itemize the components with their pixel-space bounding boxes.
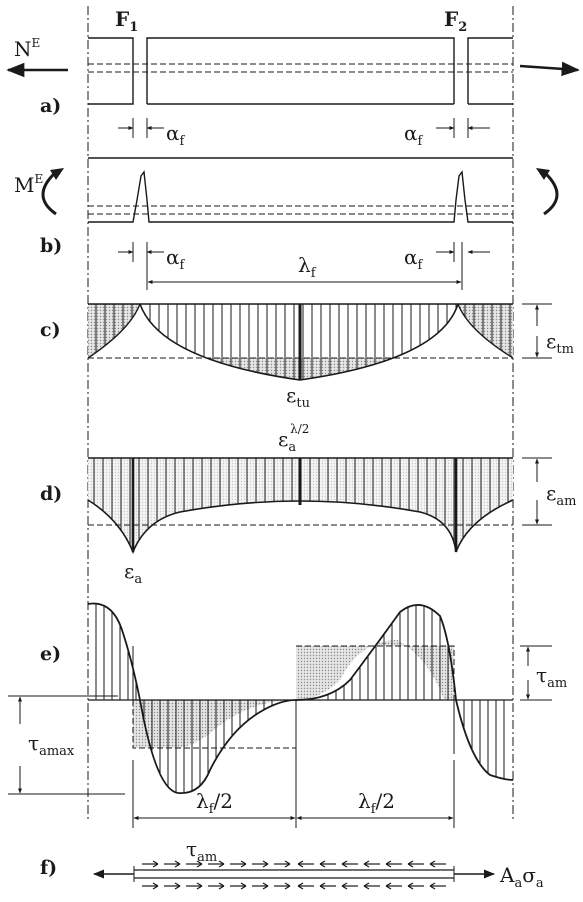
shear-arrow-bottom xyxy=(341,885,348,890)
shear-arrow-top xyxy=(218,863,225,868)
shear-arrow-top xyxy=(196,863,203,868)
alpha-f-right-a: αf xyxy=(404,121,424,149)
panel-c xyxy=(87,303,552,381)
shear-arrow-top xyxy=(385,863,392,868)
shear-arrow-top xyxy=(363,860,370,865)
shear-arrow-top xyxy=(284,863,291,868)
shear-arrow-bottom xyxy=(385,885,392,890)
shear-arrow-bottom xyxy=(407,882,414,887)
shear-arrow-bottom xyxy=(174,885,181,890)
shear-arrow-top xyxy=(407,860,414,865)
shear-arrow-top xyxy=(218,860,225,865)
shear-arrow-top xyxy=(319,860,326,865)
shear-arrow-top xyxy=(152,860,159,865)
shear-arrow-top xyxy=(240,863,247,868)
shear-arrow-bottom xyxy=(297,882,304,887)
shear-arrow-top xyxy=(363,863,370,868)
panel-f xyxy=(92,860,496,890)
shear-arrow-bottom xyxy=(319,882,326,887)
tau-amax-label: τamax xyxy=(28,731,75,759)
panel-a-label: a) xyxy=(40,95,61,117)
shear-arrow-top xyxy=(407,863,414,868)
shear-arrow-top xyxy=(429,860,436,865)
shear-arrow-bottom xyxy=(284,882,291,887)
shear-arrow-top xyxy=(196,860,203,865)
shear-arrow-bottom xyxy=(363,882,370,887)
shear-arrow-top xyxy=(284,860,291,865)
shear-arrow-bottom xyxy=(363,885,370,890)
panel-f-label: f) xyxy=(40,857,57,879)
shear-arrow-bottom xyxy=(196,885,203,890)
shear-arrow-bottom xyxy=(297,885,304,890)
tau-am-bar-label: τam xyxy=(186,837,217,865)
shear-arrow-bottom xyxy=(240,882,247,887)
shear-arrow-top xyxy=(341,860,348,865)
shear-arrow-top xyxy=(429,863,436,868)
shear-arrow-top xyxy=(174,860,181,865)
eps-am-label: εam xyxy=(546,481,576,509)
shear-arrow-bottom xyxy=(385,882,392,887)
shear-arrow-top xyxy=(240,860,247,865)
shear-arrow-top xyxy=(297,860,304,865)
lambda-half-left: λf/2 xyxy=(196,789,233,817)
tau-am-label: τam xyxy=(536,663,567,691)
eps-a-label: εa xyxy=(124,559,142,587)
eps-tm-label: εtm xyxy=(546,329,574,357)
shear-arrow-top xyxy=(341,863,348,868)
shear-arrow-bottom xyxy=(152,885,159,890)
shear-arrow-top xyxy=(385,860,392,865)
shear-arrow-bottom xyxy=(196,882,203,887)
shear-arrow-bottom xyxy=(319,885,326,890)
shear-arrow-bottom xyxy=(174,882,181,887)
shear-arrow-bottom xyxy=(341,882,348,887)
lambda-half-right: λf/2 xyxy=(358,789,395,817)
shear-arrow-bottom xyxy=(218,882,225,887)
shear-arrow-top xyxy=(297,863,304,868)
panel-e-label: e) xyxy=(40,643,61,665)
shear-arrow-top xyxy=(152,863,159,868)
lambda-f-label: λf xyxy=(298,253,317,281)
shear-arrow-bottom xyxy=(218,885,225,890)
panel-d-label: d) xyxy=(40,483,62,505)
shear-arrow-top xyxy=(262,863,269,868)
alpha-f-right-b: αf xyxy=(404,245,424,273)
shear-arrow-bottom xyxy=(240,885,247,890)
force-f1-label: F1 xyxy=(115,7,138,35)
shear-arrow-bottom xyxy=(284,885,291,890)
panel-d xyxy=(87,457,552,555)
moment-label: ME xyxy=(14,172,43,197)
force-f2-label: F2 xyxy=(444,7,467,35)
shear-arrow-bottom xyxy=(152,882,159,887)
shear-arrow-top xyxy=(174,863,181,868)
shear-arrow-bottom xyxy=(262,885,269,890)
panel-b xyxy=(41,157,559,290)
shear-arrow-bottom xyxy=(429,882,436,887)
shear-arrow-bottom xyxy=(262,882,269,887)
eps-a-half-label: εaλ/2 xyxy=(278,422,309,455)
panel-a xyxy=(6,37,580,138)
shear-arrow-top xyxy=(262,860,269,865)
shear-arrow-top xyxy=(319,863,326,868)
panel-e xyxy=(8,602,552,828)
shear-arrow-bottom xyxy=(407,885,414,890)
panel-b-label: b) xyxy=(40,235,62,257)
shear-arrow-bottom xyxy=(429,885,436,890)
alpha-f-left-a: αf xyxy=(166,121,186,149)
panel-c-label: c) xyxy=(40,319,61,341)
alpha-f-left-b: αf xyxy=(166,245,186,273)
eps-tu-label: εtu xyxy=(286,383,310,411)
as-a-label: Aaσa xyxy=(499,863,544,891)
axial-force-label: NE xyxy=(14,36,40,61)
